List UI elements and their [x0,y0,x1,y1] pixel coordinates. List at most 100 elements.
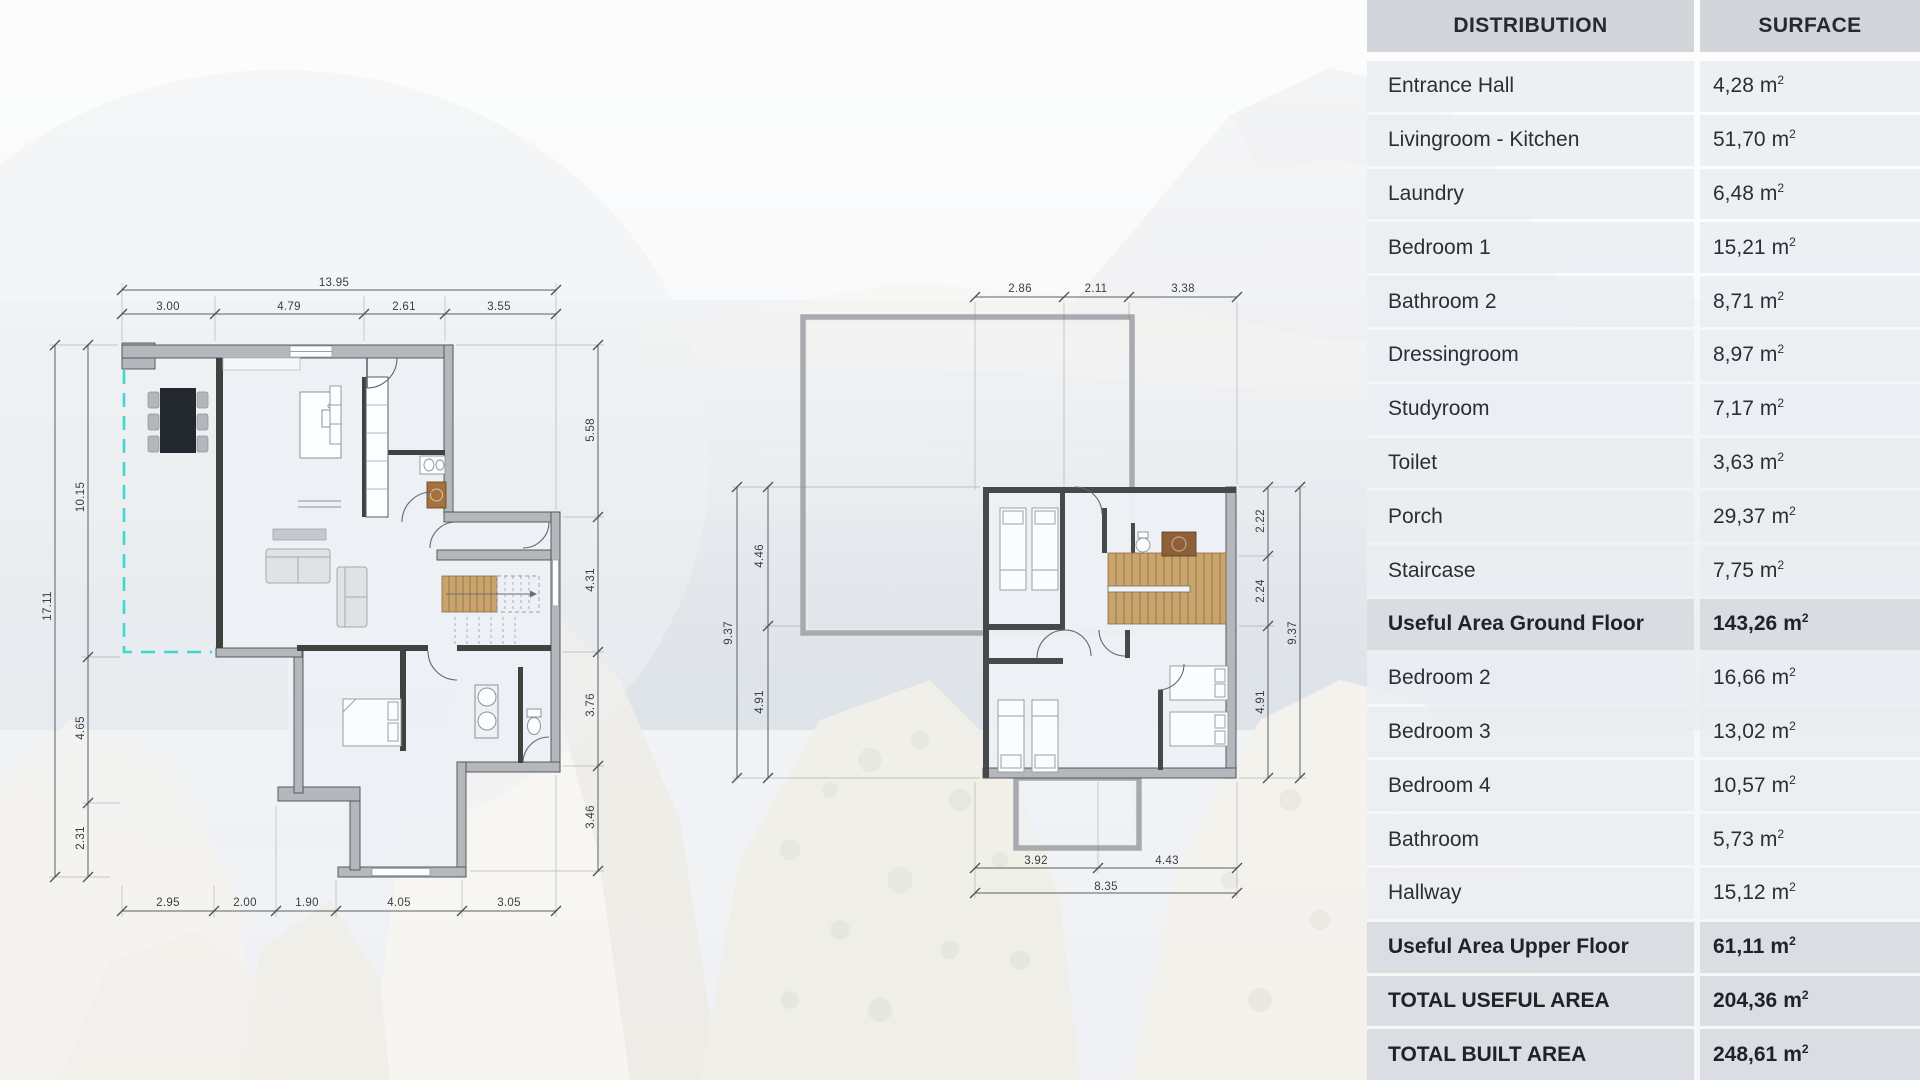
row-label: Bathroom 2 [1367,276,1694,327]
dim-label: 13.95 [318,277,350,289]
toilet [526,708,542,718]
ground-floor-plan [121,342,561,878]
sofa [265,548,331,584]
tv-bench [272,528,327,541]
dimension-lines [54,289,1301,912]
dim-label: 4.05 [387,897,411,909]
dim-label: 2.95 [156,897,180,909]
row-label: Livingroom - Kitchen [1367,114,1694,166]
dim-label: 2.24 [1255,579,1267,603]
row-label: Porch [1367,491,1694,543]
dim-label: 4.91 [1255,690,1267,714]
dim-label: 3.38 [1171,283,1195,295]
dim-label: 5.58 [585,418,597,442]
row-label: Toilet [1367,437,1694,489]
interior-walls [216,358,551,763]
balcony [1013,775,1142,851]
dim-label: 4.65 [75,716,87,740]
upper-bathroom-fixtures [1135,531,1197,557]
bedroom-3-beds [997,699,1059,773]
bedroom-1-bed [342,698,402,747]
table-header: DISTRIBUTION SURFACE [1367,0,1920,52]
dim-label: 10.15 [75,481,87,513]
row-label: Bedroom 3 [1367,706,1694,758]
dim-label: 2.31 [75,826,87,850]
porch-dashed-outline [122,370,212,654]
row-label: TOTAL BUILT AREA [1367,1029,1694,1080]
bathroom-2-fixtures [474,684,542,739]
toilet [1135,537,1151,553]
dim-label: 9.37 [1287,621,1299,645]
col-header-distribution: DISTRIBUTION [1367,0,1694,52]
row-label: Studyroom [1367,383,1694,435]
interior-walls [983,487,1163,770]
dim-label: 1.90 [295,897,319,909]
dim-label: 3.05 [497,897,521,909]
dining-table [147,388,209,453]
dim-label: 3.92 [1024,855,1048,867]
col-header-surface: SURFACE [1700,0,1920,52]
row-label: Useful Area Upper Floor [1367,921,1694,973]
dim-label: 3.00 [156,301,180,313]
dim-label: 4.91 [754,690,766,714]
dim-label: 4.46 [754,544,766,568]
dim-label: 2.00 [233,897,257,909]
dim-label: 4.79 [277,301,301,313]
outer-walls-dark [983,487,1236,778]
door-arcs [1036,486,1185,691]
dim-label: 2.61 [392,301,416,313]
vanity [1161,531,1197,557]
washing-machine [426,481,447,509]
roof-outline [800,314,1135,636]
row-label: Staircase [1367,545,1694,596]
dim-label: 3.46 [585,805,597,829]
row-label: Dressingroom [1367,329,1694,381]
dim-label: 2.22 [1255,509,1267,533]
row-label: Bedroom 4 [1367,760,1694,812]
row-label: Bathroom [1367,814,1694,865]
dim-label: 2.11 [1084,283,1108,295]
dim-label: 17.11 [42,591,54,621]
staircase [441,575,540,645]
row-label: Bedroom 2 [1367,652,1694,704]
row-label: Entrance Hall [1367,61,1694,112]
dim-label: 8.35 [1094,881,1118,893]
dim-label: 3.76 [585,693,597,717]
toilet-room-fixtures [419,455,447,509]
bedroom-2-beds [999,507,1059,591]
staircase [1107,552,1227,625]
